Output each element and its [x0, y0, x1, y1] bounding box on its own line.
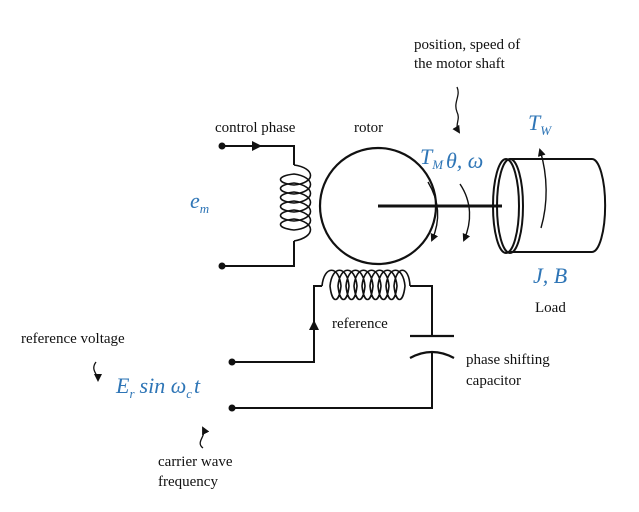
carrier-wave-label-line1: carrier wave — [158, 454, 233, 470]
capacitor-wire-bottom — [232, 352, 433, 409]
phase-shifting-label-line1: phase shifting — [466, 352, 550, 368]
control-current-arrow — [252, 141, 262, 151]
theta-omega-symbol: θ, ω — [446, 148, 483, 173]
control-phase-label: control phase — [215, 120, 296, 136]
tw-torque-arrow — [537, 148, 547, 229]
tm-symbol: TM — [420, 144, 444, 172]
reference-coil — [321, 269, 411, 301]
load-body — [510, 158, 607, 253]
load-front-face — [496, 158, 524, 254]
reference-circuit — [228, 269, 455, 412]
load-front-face-rim — [492, 158, 520, 254]
control-wire-top — [222, 145, 295, 165]
reference-current-arrow — [309, 320, 319, 330]
rotor-label: rotor — [354, 120, 383, 136]
reference-voltage-squiggle — [93, 361, 102, 382]
load-label: Load — [535, 300, 566, 316]
control-wire-bottom — [222, 241, 295, 267]
em-symbol: em — [190, 188, 209, 216]
reference-label: reference — [332, 316, 388, 332]
tw-symbol: TW — [528, 110, 552, 138]
position-pointer-squiggle — [452, 86, 461, 134]
reference-wire-right — [410, 285, 433, 336]
control-phase-coil — [279, 164, 312, 242]
reference-terminal-bottom — [228, 404, 236, 412]
reference-voltage-label: reference voltage — [21, 331, 125, 347]
position-speed-label-line2: the motor shaft — [414, 56, 506, 72]
carrier-wave-label-line2: frequency — [158, 474, 218, 490]
carrier-frequency-squiggle — [199, 426, 210, 449]
position-speed-label-line1: position, speed of — [414, 37, 520, 53]
control-phase-circuit — [218, 141, 312, 270]
reference-wire-left — [232, 285, 322, 363]
tm-torque-arrow — [427, 181, 439, 242]
load-cylinder — [492, 148, 607, 254]
omega-speed-arrow — [459, 183, 471, 242]
jb-symbol: J, B — [533, 263, 567, 288]
reference-terminal-top — [228, 358, 236, 366]
phase-shifting-label-line2: capacitor — [466, 373, 521, 389]
